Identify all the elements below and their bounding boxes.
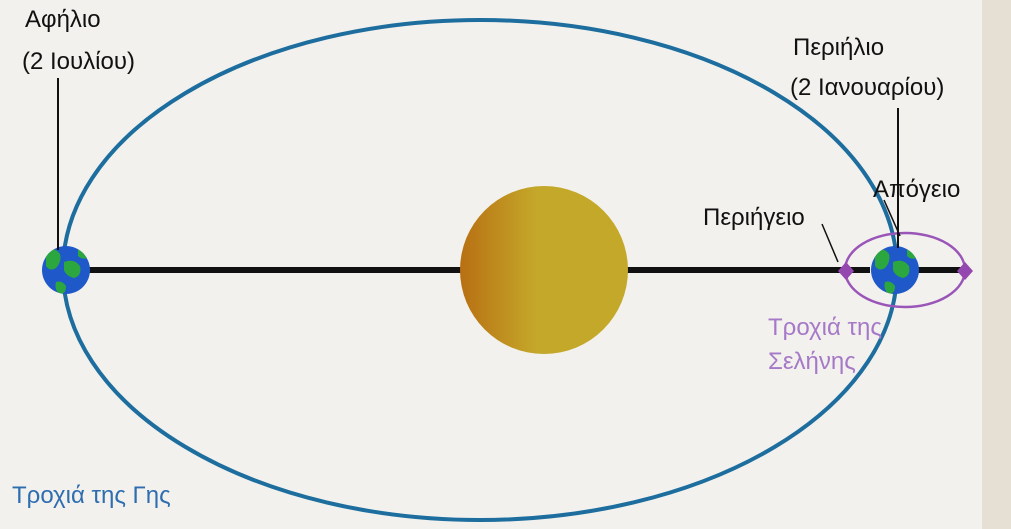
moon-icon bbox=[838, 262, 854, 280]
perihelion-label: Περιήλιο bbox=[793, 34, 884, 62]
moon-orbit-label-line2: Σελήνης bbox=[768, 348, 856, 376]
aphelion-date-label: (2 Ιουλίου) bbox=[22, 48, 135, 76]
moon-icon bbox=[957, 262, 973, 280]
moon-orbit-label-line1: Τροχιά της bbox=[768, 314, 882, 342]
sun-icon bbox=[460, 186, 628, 354]
earth-orbit-label: Τροχιά της Γης bbox=[12, 482, 171, 510]
perigee-leader-line bbox=[822, 224, 838, 262]
perigee-label: Περιήγειο bbox=[703, 204, 805, 232]
aphelion-label: Αφήλιο bbox=[25, 6, 101, 34]
earth-icon bbox=[871, 246, 919, 294]
apogee-label: Απόγειο bbox=[873, 176, 960, 204]
earth-icon bbox=[42, 246, 90, 294]
perihelion-date-label: (2 Ιανουαρίου) bbox=[790, 74, 944, 102]
